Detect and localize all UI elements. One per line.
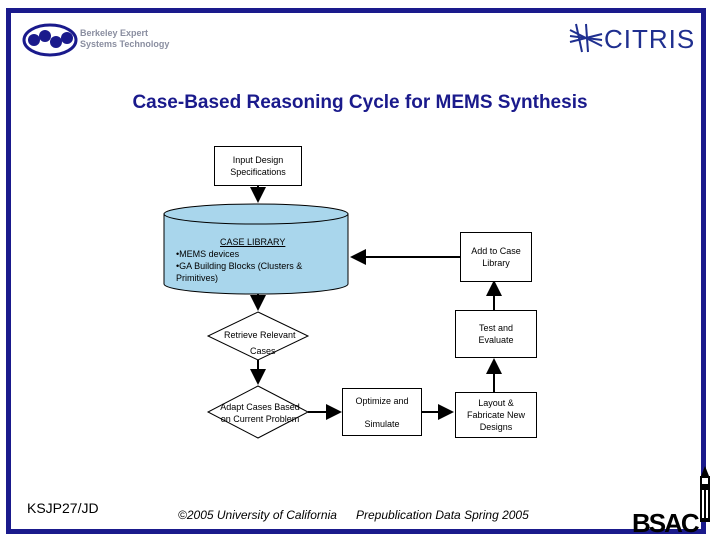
- optimize-simulate-box: Optimize and Simulate: [342, 388, 422, 436]
- adapt-diamond: [206, 385, 310, 439]
- case-library-items: •MEMS devices •GA Building Blocks (Clust…: [176, 249, 303, 283]
- test-evaluate-box: Test and Evaluate: [455, 310, 537, 358]
- prepublication-text: Prepublication Data Spring 2005: [356, 508, 529, 522]
- bsac-logo: BSAC: [632, 508, 700, 538]
- case-library-title: CASE LIBRARY: [220, 237, 286, 247]
- best-logo-text: Berkeley Expert Systems Technology: [80, 28, 170, 49]
- slide-title: Case-Based Reasoning Cycle for MEMS Synt…: [132, 92, 588, 113]
- layout-fabricate-box: Layout & Fabricate New Designs: [455, 392, 537, 438]
- retrieve-label-cont: Cases: [250, 346, 276, 356]
- input-specifications-box: Input Design Specifications: [214, 146, 302, 186]
- retrieve-label: Retrieve Relevant: [224, 330, 296, 340]
- add-to-library-box: Add to Case Library: [460, 232, 532, 282]
- copyright-text: ©2005 University of California: [178, 508, 337, 522]
- slide-frame: [6, 8, 706, 534]
- adapt-label: Adapt Cases Based on Current Problem: [220, 402, 300, 424]
- best-logo-icon: [22, 23, 78, 57]
- citris-logo-text: CITRIS: [604, 24, 696, 54]
- citris-logo-icon: [569, 23, 603, 53]
- campanile-tower-icon: [700, 466, 710, 522]
- case-library-cylinder: [163, 203, 349, 295]
- author-initials: KSJP27/JD: [27, 500, 99, 516]
